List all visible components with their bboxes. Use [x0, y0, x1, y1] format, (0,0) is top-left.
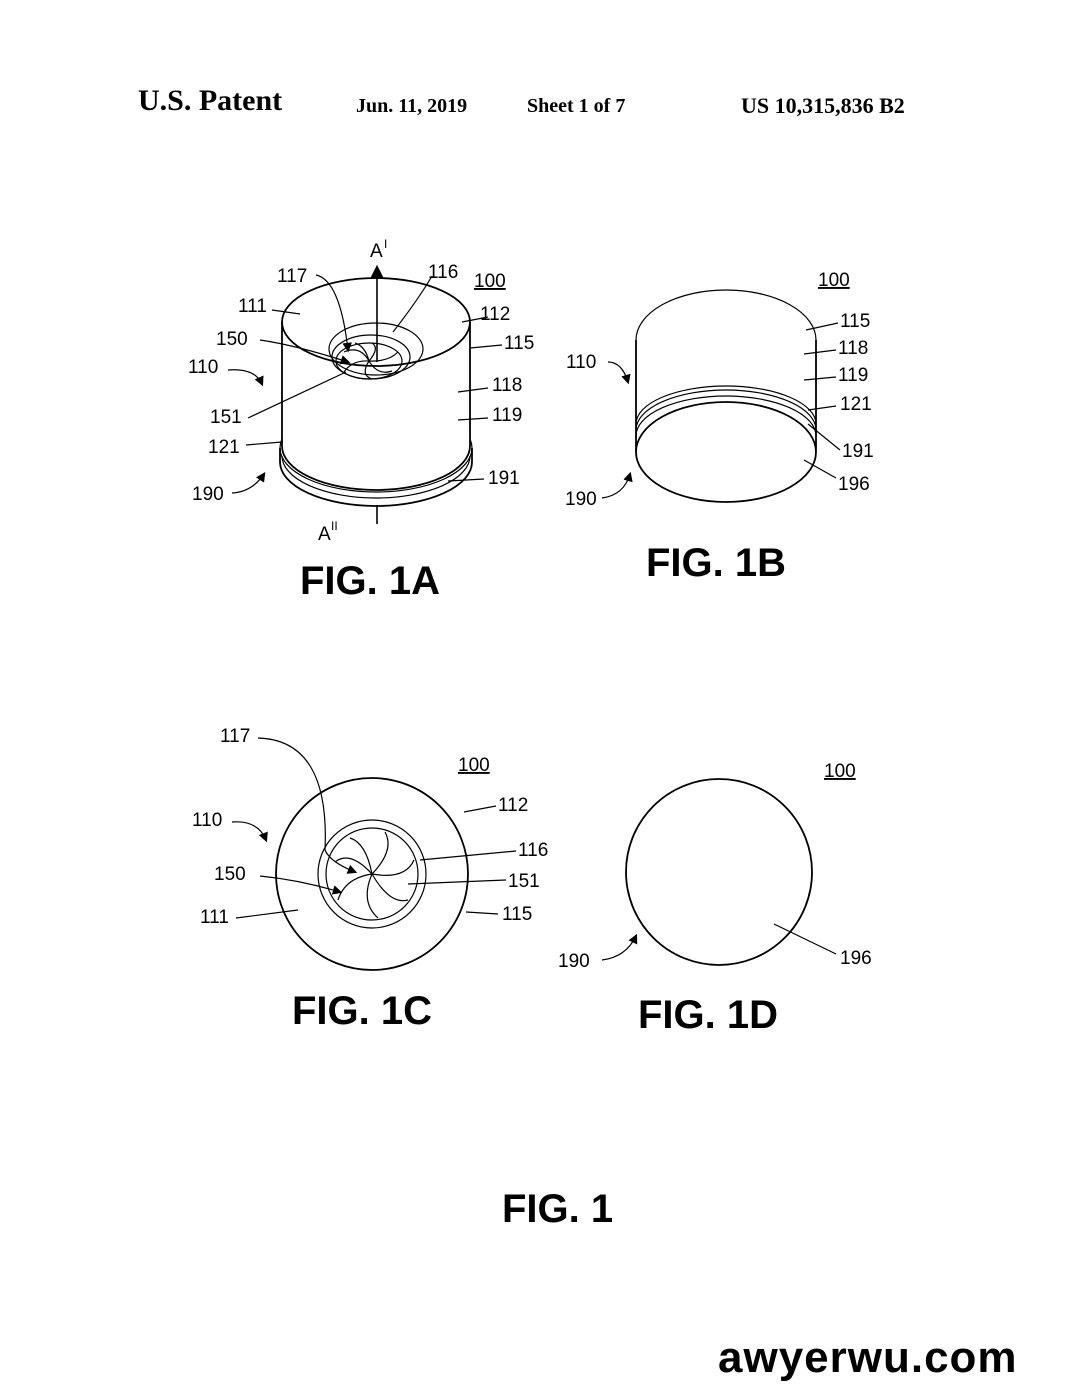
fig-1c-ref-110: 110 [192, 810, 222, 831]
fig-1b-ref-121: 121 [840, 394, 872, 415]
fig-1c-ref-116: 116 [518, 840, 548, 861]
fig-1c-ref-111: 111 [200, 907, 229, 928]
header-sheet: Sheet 1 of 7 [527, 95, 626, 117]
fig-1a-label-axis-top-sup: I [384, 237, 387, 251]
fig-1c-drawing [231, 737, 517, 971]
fig-1a-ref-150: 150 [216, 329, 248, 350]
fig-1b-ref-110: 110 [566, 352, 596, 373]
fig-1c-ref-112: 112 [498, 795, 528, 816]
fig-1a-label-axis-bottom: A [318, 524, 331, 545]
fig-1a-label-axis-top: A [370, 241, 383, 262]
header-patent-number: US 10,315,836 B2 [741, 93, 905, 118]
fig-1a-iris [343, 342, 399, 380]
fig-1a-ref-116: 116 [428, 262, 458, 283]
fig-1a-ref-115: 115 [504, 333, 534, 354]
fig-1a-ref-111: 111 [238, 296, 267, 317]
fig-1a-ref-121: 121 [208, 437, 240, 458]
fig-1c-ref-151: 151 [508, 871, 540, 892]
fig-1b-ref-100: 100 [818, 270, 850, 291]
fig-1a-cylinder [281, 322, 471, 491]
fig-1d-ref-100: 100 [824, 761, 856, 782]
fig-1c-ref-100: 100 [458, 755, 490, 776]
fig-1c-ref-150: 150 [214, 864, 246, 885]
fig-1a-label-axis-bottom-sup: II [331, 519, 338, 533]
fig-1b-ref-118: 118 [838, 338, 868, 359]
header-title: U.S. Patent [138, 84, 283, 117]
fig-1a-top-face [281, 277, 471, 367]
fig-1d-caption: FIG. 1D [638, 993, 778, 1037]
watermark: awyerwu.com [718, 1333, 1018, 1382]
fig-1d-labels: 100 190 196 FIG. 1D [558, 761, 872, 1037]
fig-1c-caption: FIG. 1C [292, 989, 432, 1033]
fig-1b-ref-119: 119 [838, 365, 868, 386]
fig-1a-ref-190: 190 [192, 484, 224, 505]
fig-1c-iris [334, 831, 415, 919]
fig-1-caption: FIG. 1 [502, 1187, 613, 1231]
fig-1a-ref-119: 119 [492, 405, 522, 426]
fig-1c-labels: 117 100 112 110 116 150 151 111 115 FIG.… [192, 726, 548, 1033]
fig-1c-ref-115: 115 [502, 904, 532, 925]
fig-1a-labels: A I 117 116 100 111 112 150 115 110 118 … [188, 237, 534, 603]
fig-1b-drawing [601, 289, 841, 503]
fig-1b-labels: 100 115 118 110 119 121 191 196 190 FIG.… [565, 270, 874, 585]
fig-1d-ref-196: 196 [840, 948, 872, 969]
fig-1a-ref-110: 110 [188, 357, 218, 378]
fig-1a-ref-191: 191 [488, 468, 520, 489]
fig-1b-caption: FIG. 1B [646, 541, 786, 585]
fig-1b-bottom-face [635, 401, 817, 503]
fig-1b-ref-190: 190 [565, 489, 597, 510]
fig-1a-ref-151: 151 [210, 407, 242, 428]
fig-1a-ref-118: 118 [492, 375, 522, 396]
fig-1b-ref-191: 191 [842, 441, 874, 462]
fig-1a-drawing [227, 264, 503, 524]
fig-1b-ref-196: 196 [838, 474, 870, 495]
fig-1d-ref-190: 190 [558, 951, 590, 972]
fig-1a-ref-112: 112 [480, 304, 510, 325]
fig-1a-ref-100: 100 [474, 271, 506, 292]
fig-1d-circle [625, 778, 813, 966]
fig-1a-ref-117: 117 [277, 266, 307, 287]
fig-1d-drawing [601, 778, 837, 966]
fig-1b-ref-115: 115 [840, 311, 870, 332]
fig-1a-caption: FIG. 1A [300, 559, 440, 603]
header-date: Jun. 11, 2019 [356, 95, 468, 117]
fig-1c-ref-117: 117 [220, 726, 250, 747]
